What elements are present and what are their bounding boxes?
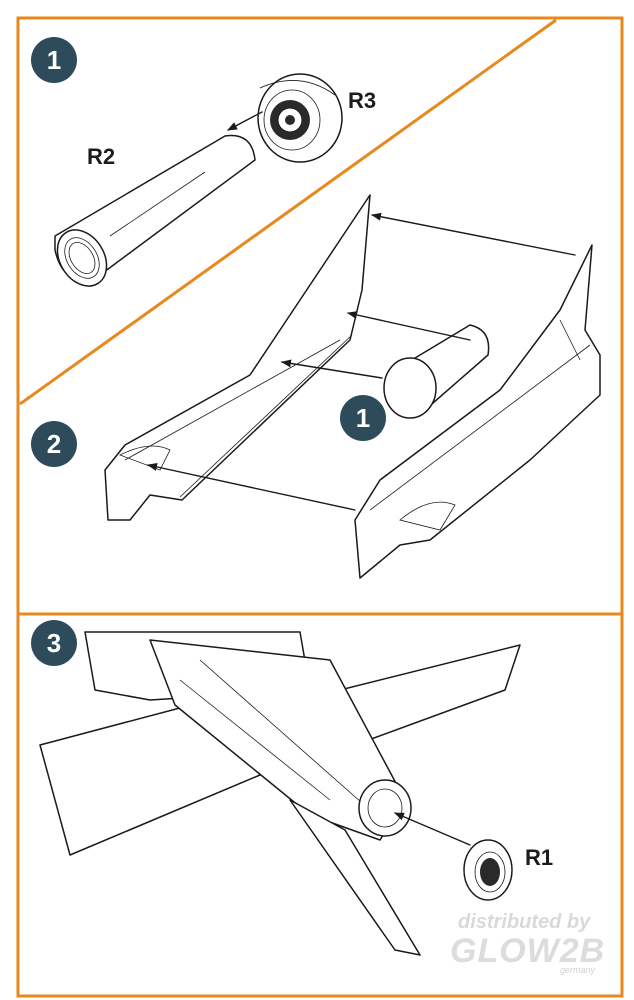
svg-text:2: 2 [47, 429, 61, 459]
step2-drawing [104, 194, 601, 579]
step-3-badge: 3 [31, 620, 77, 666]
part-r1 [463, 839, 513, 901]
rear-fuselage [149, 639, 406, 841]
nozzle-r3 [257, 73, 343, 163]
right-fuselage-half [354, 244, 601, 579]
svg-text:3: 3 [47, 628, 61, 658]
diagonal-divider [19, 18, 557, 406]
svg-text:GLOW2B: GLOW2B [450, 932, 605, 970]
svg-text:germany: germany [560, 965, 596, 975]
step1-drawing [54, 73, 343, 287]
tube-r2-rim [56, 229, 108, 287]
step-1-badge: 1 [31, 37, 77, 83]
label-r3: R3 [348, 88, 376, 113]
svg-text:distributed by: distributed by [458, 911, 591, 933]
svg-text:1: 1 [356, 403, 370, 433]
label-r2: R2 [87, 144, 115, 169]
svg-text:1: 1 [47, 45, 61, 75]
step3-drawing [39, 631, 521, 956]
vertical-fin [289, 799, 421, 956]
watermark: distributed by GLOW2B germany [450, 911, 605, 975]
label-r1: R1 [525, 845, 553, 870]
bottom-panel-frame [16, 612, 624, 998]
step-2-badge: 2 [31, 421, 77, 467]
left-fuselage-half [104, 194, 371, 521]
panel-frames [16, 16, 624, 998]
inline-step-1-badge: 1 [340, 395, 386, 441]
